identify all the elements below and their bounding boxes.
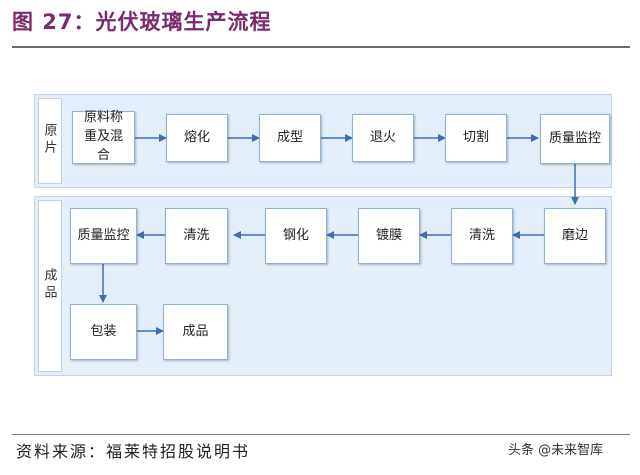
watermark-text: 头条 @未来智库 — [508, 443, 604, 458]
source-note: 资料来源：福莱特招股说明书 — [16, 442, 251, 461]
source-divider — [12, 434, 630, 435]
node-cutting: 切割 — [445, 114, 507, 162]
node-finished-product: 成品 — [163, 304, 228, 360]
figure-title: 图 27：光伏玻璃生产流程 — [12, 10, 272, 34]
node-quality-control-1: 质量监控 — [540, 114, 610, 164]
panel-raw-sheet-label-box — [38, 98, 62, 184]
node-weighing-mixing: 原料称重及混合 — [72, 110, 135, 164]
node-edging: 磨边 — [544, 208, 606, 264]
node-quality-control-2: 质量监控 — [70, 208, 137, 264]
node-tempering: 钢化 — [265, 208, 327, 264]
node-forming: 成型 — [259, 114, 321, 162]
title-divider — [12, 46, 630, 48]
node-cleaning-1: 清洗 — [451, 208, 513, 264]
node-melting: 熔化 — [166, 114, 228, 162]
node-cleaning-2: 清洗 — [165, 208, 228, 264]
node-annealing: 退火 — [352, 114, 414, 162]
node-coating: 镀膜 — [358, 208, 420, 264]
panel-raw-sheet-label: 原片 — [41, 123, 57, 157]
panel-finished-label: 成品 — [41, 268, 57, 302]
node-packaging: 包装 — [70, 304, 137, 360]
panel-finished-label-box — [38, 200, 62, 372]
